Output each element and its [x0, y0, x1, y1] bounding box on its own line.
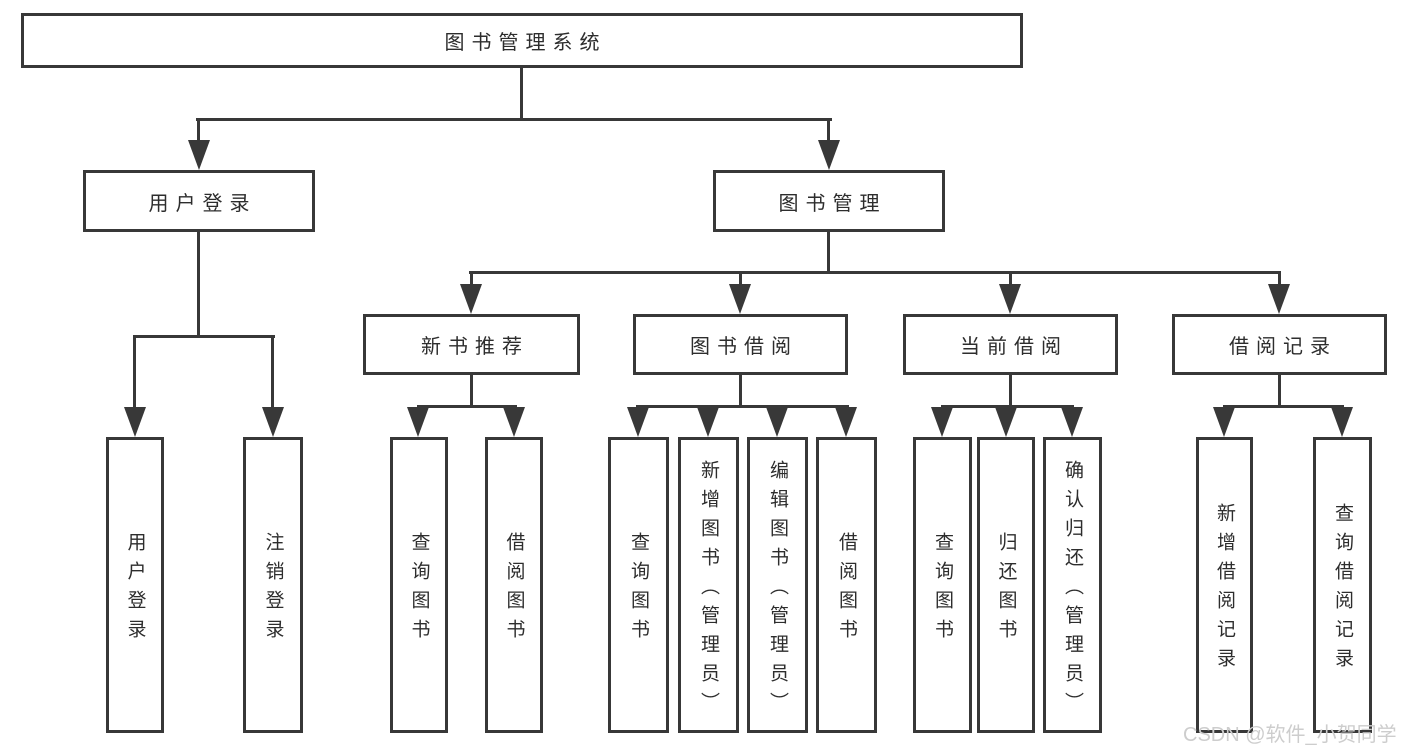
leaf-query-book: 查询图书 — [390, 437, 448, 733]
arrow-down-icon — [460, 284, 482, 314]
arrow-down-icon — [1331, 407, 1353, 437]
leaf-add-book-admin: 新增图书（管理员） — [678, 437, 739, 733]
node-book-borrow: 图书借阅 — [633, 314, 848, 375]
connector-line — [417, 405, 517, 408]
connector-line — [196, 118, 832, 121]
connector-line — [133, 335, 275, 338]
arrow-down-icon — [818, 140, 840, 170]
arrow-down-icon — [124, 407, 146, 437]
leaf-query-book: 查询图书 — [608, 437, 669, 733]
connector-line — [470, 271, 473, 287]
arrow-down-icon — [835, 407, 857, 437]
leaf-add-borrow-record: 新增借阅记录 — [1196, 437, 1253, 733]
connector-line — [271, 335, 274, 409]
arrow-down-icon — [931, 407, 953, 437]
connector-line — [1009, 373, 1012, 408]
node-current-borrow: 当前借阅 — [903, 314, 1118, 375]
arrow-down-icon — [407, 407, 429, 437]
arrow-down-icon — [729, 284, 751, 314]
leaf-return-book: 归还图书 — [977, 437, 1035, 733]
leaf-confirm-return-admin: 确认归还（管理员） — [1043, 437, 1102, 733]
connector-line — [197, 230, 200, 337]
connector-line — [941, 405, 1074, 408]
node-user-login: 用户登录 — [83, 170, 315, 232]
node-root-system: 图书管理系统 — [21, 13, 1023, 68]
arrow-down-icon — [1213, 407, 1235, 437]
arrow-down-icon — [1061, 407, 1083, 437]
connector-line — [1009, 271, 1012, 287]
arrow-down-icon — [999, 284, 1021, 314]
connector-line — [520, 66, 523, 120]
leaf-borrow-book: 借阅图书 — [485, 437, 543, 733]
leaf-borrow-book: 借阅图书 — [816, 437, 877, 733]
connector-line — [1223, 405, 1344, 408]
arrow-down-icon — [188, 140, 210, 170]
arrow-down-icon — [995, 407, 1017, 437]
connector-line — [827, 230, 830, 274]
node-borrow-records: 借阅记录 — [1172, 314, 1387, 375]
arrow-down-icon — [1268, 284, 1290, 314]
connector-line — [470, 373, 473, 408]
leaf-query-borrow-record: 查询借阅记录 — [1313, 437, 1372, 733]
leaf-query-book: 查询图书 — [913, 437, 972, 733]
arrow-down-icon — [262, 407, 284, 437]
connector-line — [469, 271, 1281, 274]
connector-line — [636, 405, 849, 408]
leaf-edit-book-admin: 编辑图书（管理员） — [747, 437, 808, 733]
connector-line — [133, 335, 136, 409]
arrow-down-icon — [766, 407, 788, 437]
node-book-management: 图书管理 — [713, 170, 945, 232]
connector-line — [197, 118, 200, 142]
connector-line — [739, 373, 742, 408]
leaf-user-login: 用户登录 — [106, 437, 164, 733]
arrow-down-icon — [627, 407, 649, 437]
connector-line — [739, 271, 742, 287]
arrow-down-icon — [697, 407, 719, 437]
connector-line — [1278, 271, 1281, 287]
connector-line — [827, 118, 830, 142]
node-new-book-recommend: 新书推荐 — [363, 314, 580, 375]
csdn-watermark: CSDN @软件_小贺同学 — [1183, 724, 1397, 746]
leaf-logout: 注销登录 — [243, 437, 303, 733]
connector-line — [1278, 373, 1281, 408]
arrow-down-icon — [503, 407, 525, 437]
